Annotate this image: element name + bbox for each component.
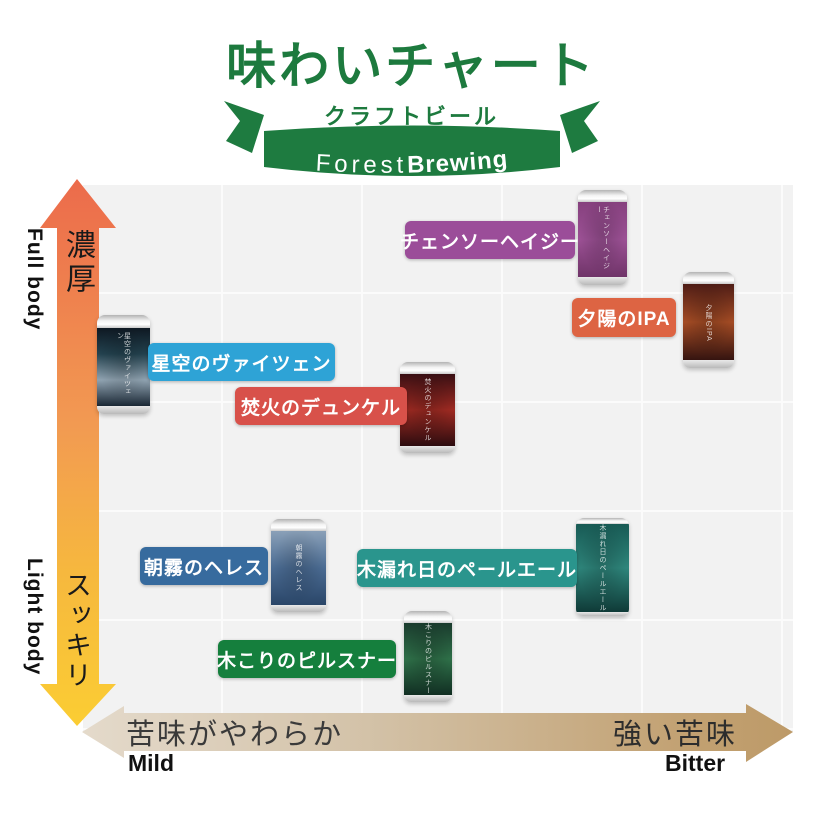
ribbon-text: ForestBrewing	[315, 145, 509, 178]
beer-can: 夕陽のIPA	[683, 272, 734, 368]
ribbon-band	[264, 125, 560, 176]
can-lid	[576, 518, 629, 525]
beer-can: 朝霧のヘレス	[271, 519, 326, 612]
can-label-art: 朝霧のヘレス	[271, 531, 326, 606]
beer-name-label: 焚火のデュンケル	[235, 387, 407, 425]
beer-name-label: 朝霧のヘレス	[140, 547, 268, 585]
x-axis-label-mild-jp: 苦味がやわらか	[126, 719, 344, 751]
can-base	[576, 612, 629, 616]
plot-grid	[83, 185, 793, 732]
can-lid	[683, 272, 734, 285]
beer-can: チェンソーヘイジー	[578, 190, 627, 285]
y-axis-label-light-en: Light body	[23, 558, 46, 676]
x-axis-label-mild-en: Mild	[128, 750, 174, 776]
can-lid	[578, 190, 627, 203]
y-axis-label-light-jp: スッキリ	[61, 571, 91, 691]
can-name-vertical: チェンソーヘイジー	[595, 206, 610, 271]
beer-can: 焚火のデュンケル	[400, 362, 455, 453]
can-label-art: 木漏れ日のペールエール	[576, 524, 629, 613]
can-lid	[404, 611, 452, 623]
y-axis-arrow	[40, 179, 116, 726]
beer-name-label: 木こりのピルスナー	[217, 640, 396, 678]
can-base	[404, 694, 452, 702]
ribbon-right-flag	[560, 101, 600, 153]
page-subtitle: クラフトビール	[323, 104, 499, 129]
can-label-art: 焚火のデュンケル	[400, 373, 455, 446]
x-axis-arrow	[82, 704, 793, 762]
can-label-art: 木こりのピルスナー	[404, 622, 452, 695]
can-lid	[271, 519, 326, 532]
can-name-vertical: 木漏れ日のペールエール	[599, 524, 606, 613]
can-base	[271, 604, 326, 612]
can-label-art: 夕陽のIPA	[683, 284, 734, 361]
ribbon-left-flag	[224, 101, 264, 153]
can-name-vertical: 夕陽のIPA	[705, 303, 712, 342]
beer-name-label: 木漏れ日のペールエール	[357, 549, 577, 587]
beer-can: 星空のヴァイツェン	[97, 315, 150, 414]
can-name-vertical: 朝霧のヘレス	[295, 543, 302, 592]
beer-can: 木漏れ日のペールエール	[576, 518, 629, 616]
page-title: 味わいチャート	[226, 38, 597, 94]
y-axis-label-full-jp: 濃厚	[61, 229, 94, 297]
ribbon-word-forest: Forest	[315, 150, 407, 179]
brand-ribbon: ForestBrewing	[224, 101, 600, 179]
can-base	[97, 406, 150, 414]
beer-name-label: 夕陽のIPA	[572, 298, 676, 337]
beer-can: 木こりのピルスナー	[404, 611, 452, 702]
can-lid	[97, 315, 150, 328]
x-axis-label-bitter-jp: 強い苦味	[613, 719, 738, 751]
can-base	[400, 445, 455, 453]
can-label-art: 星空のヴァイツェン	[97, 327, 150, 407]
can-lid	[400, 362, 455, 374]
beer-name-label: チェンソーヘイジー	[400, 221, 579, 259]
can-label-art: チェンソーヘイジー	[578, 202, 627, 278]
can-name-vertical: 星空のヴァイツェン	[116, 331, 131, 396]
y-axis-label-full-en: Full body	[23, 228, 46, 331]
can-base	[578, 277, 627, 285]
can-base	[683, 360, 734, 368]
can-name-vertical: 焚火のデュンケル	[424, 377, 431, 442]
beer-name-label: 星空のヴァイツェン	[148, 343, 335, 381]
can-name-vertical: 木こりのピルスナー	[424, 622, 432, 695]
x-axis-label-bitter-en: Bitter	[665, 750, 726, 776]
